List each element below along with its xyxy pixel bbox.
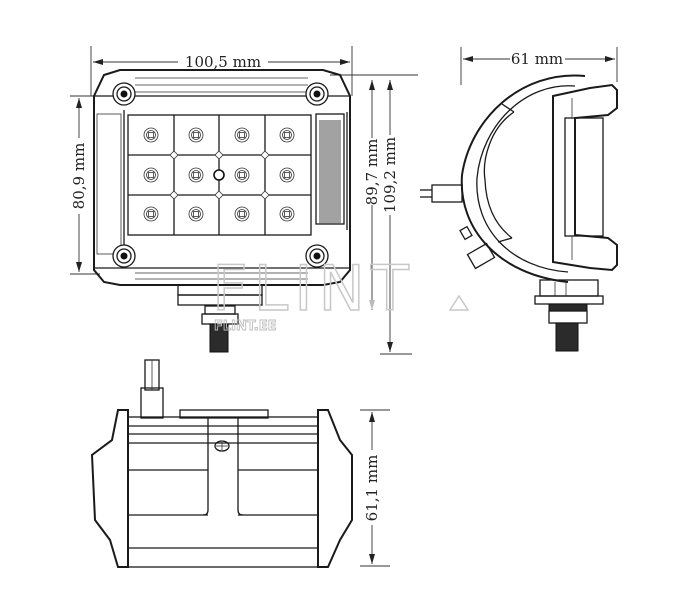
led-icon — [234, 206, 250, 222]
top-mount-plate — [179, 409, 269, 419]
cable-top — [140, 359, 164, 419]
led-icon — [234, 127, 250, 143]
dimension-front-height-right: 89,7 mm 109,2 mm — [330, 74, 418, 355]
watermark-url: FLINT.EE — [214, 319, 276, 334]
mounting-arc — [460, 74, 586, 283]
dimension-front-height-body: 80,9 mm — [70, 95, 100, 275]
dimension-label-side-depth: 61 mm — [511, 50, 563, 68]
led-icon — [188, 127, 204, 143]
led-icon — [279, 127, 295, 143]
led-icon — [143, 167, 159, 183]
front-view: 100,5 mm 80,9 mm 89,7 mm 109,2 mm — [70, 46, 418, 355]
dimension-label-body-height: 80,9 mm — [70, 143, 88, 210]
mount-bracket-side — [534, 279, 604, 352]
dimension-label-top-depth: 61,1 mm — [363, 455, 381, 522]
dimension-front-width: 100,5 mm — [90, 46, 353, 96]
led-icon — [279, 167, 295, 183]
top-housing — [90, 409, 353, 568]
screw-icon — [112, 82, 136, 106]
vent-icon — [213, 169, 225, 181]
led-icon — [188, 167, 204, 183]
screw-icon — [112, 244, 136, 268]
led-icon — [143, 206, 159, 222]
led-icon — [188, 206, 204, 222]
mount-bracket — [177, 284, 263, 353]
watermark-logo: FLINT — [212, 252, 415, 325]
watermark-triangle-icon — [448, 294, 470, 311]
led-grid — [127, 114, 312, 236]
dimension-top-depth: 61,1 mm — [360, 409, 390, 567]
led-icon — [234, 167, 250, 183]
dimension-side-depth: 61 mm — [460, 47, 618, 85]
screw-icon — [305, 82, 329, 106]
screw-icon — [305, 244, 329, 268]
dimension-label-bracket-height: 89,7 mm — [363, 139, 381, 206]
led-icon — [279, 206, 295, 222]
cable-stub — [420, 184, 463, 203]
heatsink-fins — [319, 120, 341, 224]
vent-icon — [214, 440, 230, 452]
corner-screws — [112, 82, 329, 268]
watermark: FLINT FLINT.EE — [211, 251, 470, 334]
top-view: 61,1 mm — [90, 359, 390, 568]
lamp-body-side — [552, 83, 618, 272]
adjustment-knob — [459, 225, 496, 270]
side-view: 61 mm — [420, 47, 618, 352]
led-icon — [143, 127, 159, 143]
dimension-label-width: 100,5 mm — [185, 53, 261, 71]
dimension-label-total-height: 109,2 mm — [381, 137, 399, 213]
